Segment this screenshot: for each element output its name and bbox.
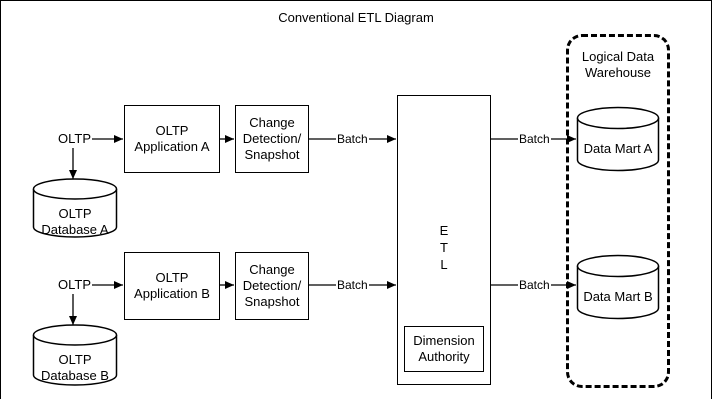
- data-mart-a[interactable]: Data Mart A: [576, 106, 660, 172]
- oltp-application-a[interactable]: OLTP Application A: [124, 105, 220, 173]
- data-mart-a-label: Data Mart A: [583, 141, 653, 156]
- change-detection-a[interactable]: Change Detection/ Snapshot: [235, 105, 309, 173]
- data-mart-b[interactable]: Data Mart B: [576, 254, 660, 320]
- database-b-label: OLTP Database B: [41, 352, 109, 383]
- oltp-source-b: OLTP: [58, 277, 91, 292]
- diagram-title: Conventional ETL Diagram: [278, 10, 434, 25]
- batch-label-b-in: Batch: [336, 278, 369, 292]
- database-b-cylinder-icon: [32, 324, 118, 386]
- batch-label-a-out: Batch: [518, 132, 551, 146]
- data-mart-a-cylinder-icon: [576, 106, 660, 172]
- batch-label-a-in: Batch: [336, 132, 369, 146]
- database-a-label: OLTP Database A: [41, 206, 109, 237]
- batch-label-b-out: Batch: [518, 278, 551, 292]
- oltp-database-a[interactable]: OLTP Database A: [32, 178, 118, 238]
- oltp-application-b[interactable]: OLTP Application B: [124, 252, 220, 320]
- database-a-cylinder-icon: [32, 178, 118, 238]
- data-mart-b-label: Data Mart B: [583, 289, 653, 304]
- warehouse-label: Logical Data Warehouse: [581, 49, 655, 80]
- oltp-source-a: OLTP: [58, 131, 91, 146]
- oltp-database-b[interactable]: OLTP Database B: [32, 324, 118, 386]
- dimension-authority[interactable]: Dimension Authority: [404, 326, 484, 372]
- etl-label: E T L: [439, 223, 449, 272]
- logical-data-warehouse: [566, 34, 670, 388]
- change-detection-b[interactable]: Change Detection/ Snapshot: [235, 252, 309, 320]
- data-mart-b-cylinder-icon: [576, 254, 660, 320]
